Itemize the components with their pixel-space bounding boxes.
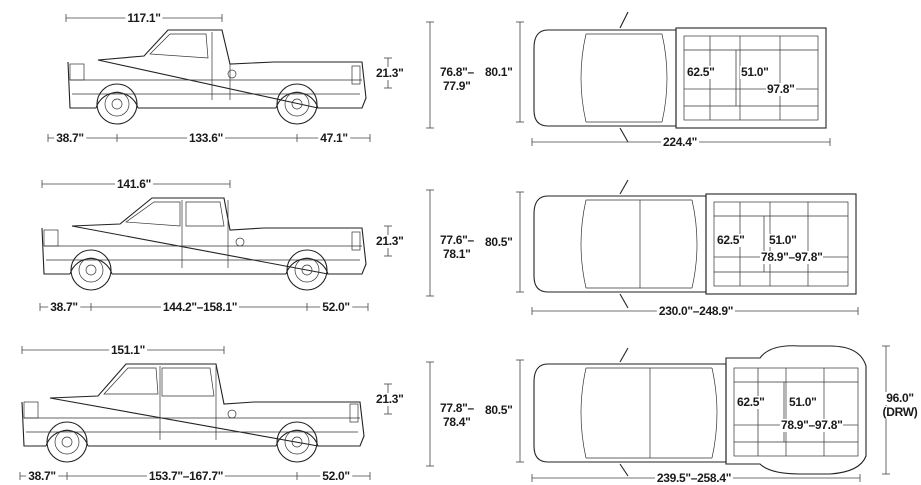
crew-cab-width: 80.5" — [485, 403, 513, 417]
crew-cab-rear-overhang: 52.0" — [320, 469, 352, 483]
crew-cab-bed-length: 78.9"–97.8" — [780, 418, 844, 432]
double-cab-height-max: 78.1" — [443, 247, 471, 261]
crew-cab-between-wells: 51.0" — [788, 395, 818, 409]
crew-cab-top-length: 151.1" — [109, 343, 147, 357]
regular-cab-bed-inner-width: 62.5" — [686, 65, 716, 79]
crew-cab-height-min: 77.8"– — [440, 401, 474, 415]
regular-cab-height-min: 76.8"– — [440, 65, 474, 79]
double-cab-height-min: 77.6"– — [440, 233, 474, 247]
crew-cab-bed-inner-width: 62.5" — [736, 395, 766, 409]
crew-cab-drw-width: 96.0" — [884, 391, 916, 405]
regular-cab-bed-length: 97.8" — [766, 82, 796, 96]
double-cab-bed-height: 21.3" — [376, 234, 404, 248]
regular-cab-top-length: 117.1" — [125, 11, 163, 25]
double-cab-width: 80.5" — [485, 235, 513, 249]
regular-cab-front-overhang: 38.7" — [54, 131, 86, 145]
crew-cab-drw-note: (DRW) — [880, 405, 920, 419]
crew-cab-bed-height: 21.3" — [376, 392, 404, 406]
double-cab-bed-inner-width: 62.5" — [716, 233, 746, 247]
regular-cab-rear-overhang: 47.1" — [318, 131, 350, 145]
crew-cab-height-max: 78.4" — [443, 415, 471, 429]
crew-cab-overall-length: 239.5"–258.4" — [654, 471, 734, 485]
regular-cab-width: 80.1" — [485, 65, 513, 79]
regular-cab-between-wells: 51.0" — [740, 65, 770, 79]
double-cab-overall-length: 230.0"–248.9" — [656, 304, 736, 318]
regular-cab-overall-length: 224.4" — [661, 135, 699, 149]
double-cab-front-overhang: 38.7" — [48, 300, 80, 314]
regular-cab-bed-height: 21.3" — [376, 66, 404, 80]
double-cab-top-length: 141.6" — [115, 177, 153, 191]
crew-cab-wheelbase: 153.7"–167.7" — [146, 469, 226, 483]
double-cab-bed-length: 78.9"–97.8" — [760, 250, 824, 264]
double-cab-wheelbase: 144.2"–158.1" — [160, 300, 240, 314]
crew-cab-front-overhang: 38.7" — [26, 469, 58, 483]
regular-cab-height-max: 77.9" — [443, 79, 471, 93]
double-cab-between-wells: 51.0" — [768, 233, 798, 247]
double-cab-rear-overhang: 52.0" — [320, 300, 352, 314]
regular-cab-wheelbase: 133.6" — [187, 131, 225, 145]
